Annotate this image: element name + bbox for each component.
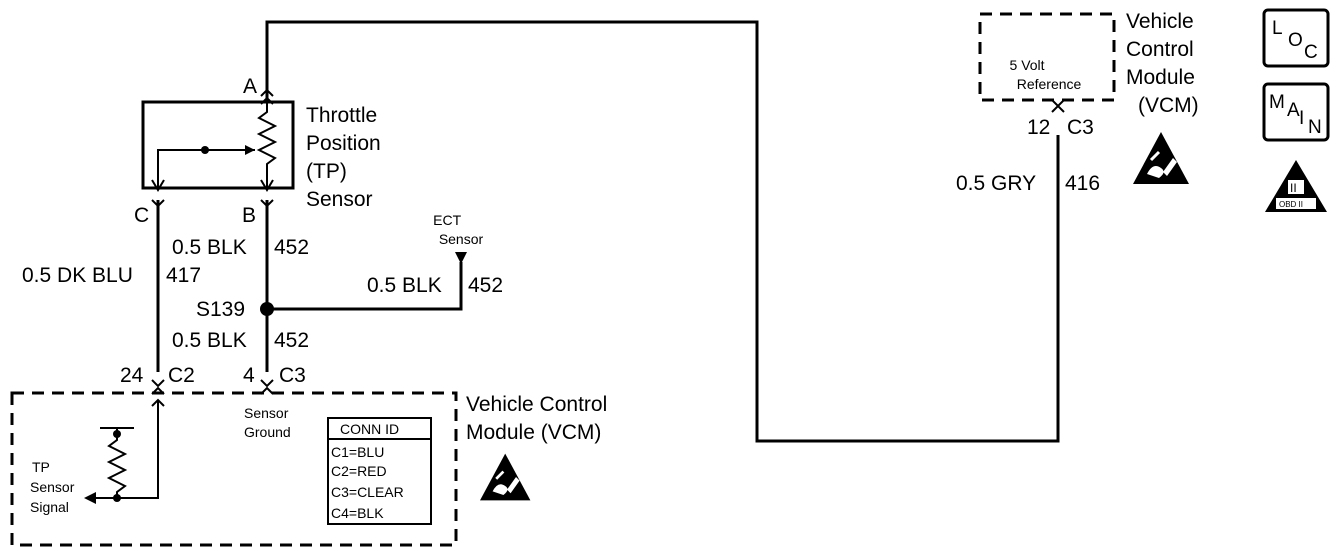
- tp-sensor-box: [141, 100, 295, 190]
- ect-sensor-label: ECT Sensor: [433, 212, 483, 247]
- ref-label: 5 Volt Reference: [1010, 57, 1082, 92]
- main-icon: M A I N: [1262, 82, 1330, 142]
- svg-text:I: I: [1299, 108, 1304, 129]
- vcm-lower-pin-4: 4: [243, 364, 255, 387]
- wire-blk-lower-circuit: 452: [274, 329, 309, 352]
- tp-pin-b: B: [242, 204, 256, 227]
- wire-gry-color: 0.5 GRY: [956, 172, 1036, 195]
- tp-pin-a: A: [243, 75, 257, 98]
- vcm-upper-conn-c3: C3: [1067, 116, 1094, 139]
- tp-sensor: [141, 98, 295, 192]
- splice-label: S139: [196, 298, 245, 321]
- wire-blk-lower-color: 0.5 BLK: [172, 329, 247, 352]
- vcm-upper-title: Vehicle Control Module (VCM): [1126, 10, 1201, 117]
- svg-text:A: A: [1287, 100, 1300, 121]
- svg-text:II: II: [1290, 181, 1297, 195]
- conn-id-row-4: C4=BLK: [331, 505, 384, 521]
- wire-blk-upper-circuit: 452: [274, 236, 309, 259]
- sensor-ground-label: Sensor Ground: [244, 405, 292, 440]
- tp-wiper: [157, 149, 255, 190]
- wiring: [156, 20, 1060, 443]
- conn-id-row-1: C1=BLU: [331, 444, 384, 460]
- conn-id-table: CONN ID C1=BLU C2=RED C3=CLEAR C4=BLK: [327, 417, 432, 525]
- svg-text:L: L: [1272, 18, 1283, 39]
- wire-dk-blu-circuit: 417: [166, 264, 201, 287]
- svg-text:C: C: [1304, 42, 1318, 63]
- vcm-upper: 5 Volt Reference: [978, 12, 1116, 113]
- wire-blk-ect-circuit: 452: [468, 274, 503, 297]
- tp-resistor: [256, 98, 278, 190]
- tp-connector-marks: [151, 88, 274, 208]
- svg-text:N: N: [1308, 117, 1322, 138]
- esd-icon-lower: [478, 452, 532, 502]
- ect-ground-wire-452: [267, 262, 463, 311]
- conn-id-header: CONN ID: [340, 421, 399, 437]
- vcm-upper-pin-12: 12: [1027, 116, 1050, 139]
- svg-text:OBD II: OBD II: [1279, 200, 1303, 209]
- vcm-lower-pin-24: 24: [120, 364, 144, 387]
- ect-sensor: ECT Sensor: [433, 212, 484, 264]
- tp-pin-c: C: [134, 204, 149, 227]
- wire-dk-blu-color: 0.5 DK BLU: [22, 264, 133, 287]
- loc-icon: L O C: [1262, 8, 1330, 68]
- wire-blk-ect-color: 0.5 BLK: [367, 274, 442, 297]
- vcm-upper-box: [978, 12, 1116, 102]
- vcm-lower-conn-c3: C3: [279, 364, 306, 387]
- wire-blk-upper-color: 0.5 BLK: [172, 236, 247, 259]
- tp-sensor-signal-label: TP Sensor Signal: [30, 459, 78, 515]
- splice-s139: [260, 302, 274, 316]
- vcm-lower-box: [10, 391, 458, 547]
- vcm-lower-title: Vehicle Control Module (VCM): [466, 393, 613, 444]
- svg-text:M: M: [1269, 92, 1285, 113]
- wire-gry-circuit: 416: [1065, 172, 1100, 195]
- vcm-lower: [10, 379, 458, 547]
- obd-ii-icon: II OBD II: [1265, 160, 1327, 212]
- svg-text:O: O: [1288, 30, 1303, 51]
- vcm-lower-conn-c2: C2: [168, 364, 195, 387]
- conn-id-row-3: C3=CLEAR: [331, 484, 404, 500]
- tp-sensor-title: Throttle Position (TP) Sensor: [306, 104, 387, 211]
- esd-icon-upper: [1131, 130, 1191, 186]
- reference-wire-416: [265, 20, 1060, 443]
- conn-id-row-2: C2=RED: [331, 463, 387, 479]
